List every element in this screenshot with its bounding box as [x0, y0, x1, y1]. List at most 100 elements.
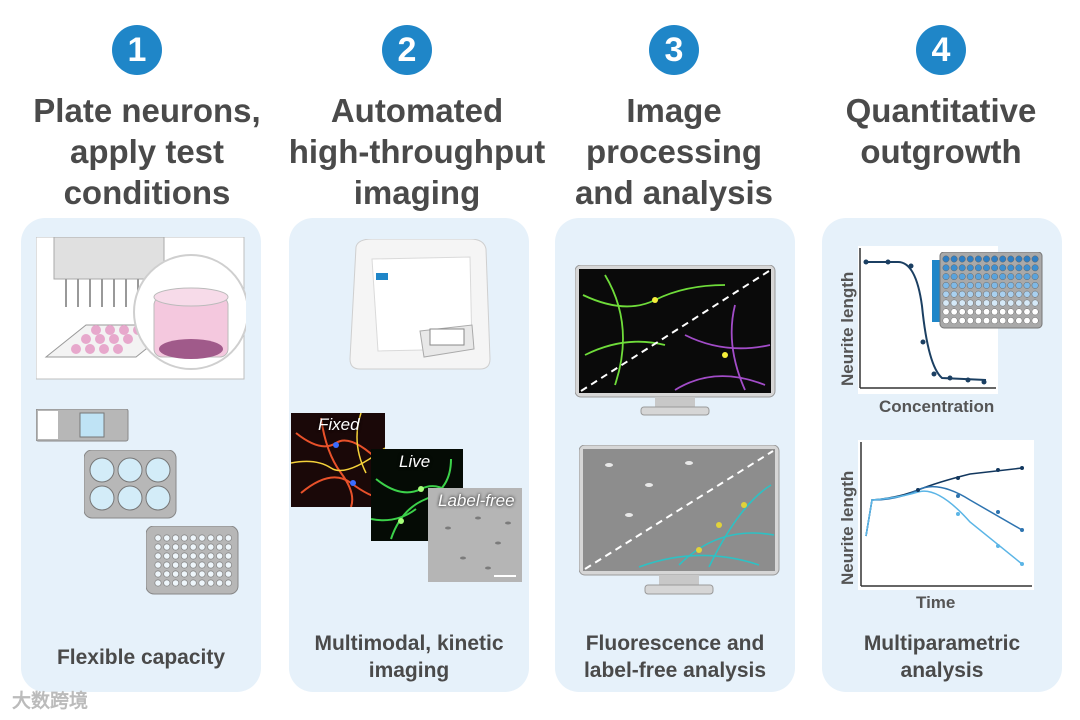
- dose-well: [1007, 308, 1015, 316]
- dose-well: [950, 299, 958, 307]
- dose-well: [966, 255, 974, 263]
- dose-well: [1007, 299, 1015, 307]
- dose-well: [1023, 317, 1031, 325]
- dose-well: [1007, 317, 1015, 325]
- well: [154, 534, 162, 542]
- dose-well: [983, 290, 990, 298]
- label-free-monitor: [579, 445, 780, 595]
- dose-well: [983, 255, 990, 263]
- fixed-image: [291, 413, 385, 507]
- dose-well: [942, 317, 950, 325]
- dose-well: [983, 273, 990, 281]
- step-4-title: Quantitative outgrowth: [845, 92, 1037, 170]
- dose-well: [966, 290, 974, 298]
- watermark: 大数跨境: [12, 691, 89, 712]
- well: [180, 561, 189, 569]
- well: [198, 570, 206, 578]
- 96-well-dose-plate: [932, 252, 1043, 329]
- dose-well: [1031, 281, 1039, 289]
- step-2-caption: Multimodal, kinetic imaging: [314, 632, 504, 682]
- dose-well: [974, 264, 982, 272]
- well: [207, 534, 215, 542]
- well: [216, 561, 224, 569]
- dose-well: [1031, 317, 1039, 325]
- dose-well: [991, 308, 999, 316]
- well: [189, 561, 197, 569]
- dose-well: [1023, 281, 1031, 289]
- step-4-caption: Multiparametric analysis: [863, 632, 1021, 682]
- dose-well: [1015, 317, 1023, 325]
- label-free-image: [428, 488, 522, 582]
- well: [189, 552, 197, 560]
- well: [198, 552, 206, 560]
- dose-well: [999, 281, 1007, 289]
- step-2-title: Automated high-throughput imaging: [288, 92, 546, 211]
- well: [216, 570, 224, 578]
- well: [198, 579, 206, 587]
- live-label: Live: [399, 452, 431, 471]
- dose-well: [958, 255, 966, 263]
- dose-well: [974, 273, 982, 281]
- dose-well: [942, 255, 950, 263]
- dose-well: [942, 273, 950, 281]
- fluorescence-monitor: [575, 265, 776, 416]
- dose-well: [1023, 255, 1031, 263]
- dose-well: [974, 308, 982, 316]
- well: [163, 561, 171, 569]
- well: [163, 570, 171, 578]
- well: [216, 552, 224, 560]
- dose-well: [1015, 273, 1023, 281]
- dose-well: [1007, 255, 1015, 263]
- well: [189, 543, 197, 551]
- dose-well: [983, 308, 990, 316]
- dose-well: [999, 317, 1007, 325]
- dose-well: [958, 264, 966, 272]
- dose-well: [983, 317, 990, 325]
- well: [171, 552, 180, 560]
- dose-well: [983, 281, 990, 289]
- dose-well: [999, 308, 1007, 316]
- dose-well: [1007, 290, 1015, 298]
- well: [163, 543, 171, 551]
- well: [224, 552, 233, 560]
- dose-well: [1023, 264, 1031, 272]
- dose-well: [991, 255, 999, 263]
- dose-well: [1023, 273, 1031, 281]
- dose-well: [958, 273, 966, 281]
- dose-well: [942, 264, 950, 272]
- well: [198, 534, 206, 542]
- time-course-xlabel: Time: [916, 593, 956, 612]
- step-1-title: Plate neurons, apply test conditions: [33, 92, 261, 211]
- dose-well: [942, 308, 950, 316]
- dose-well: [1023, 290, 1031, 298]
- dose-well: [966, 273, 974, 281]
- dose-well: [1015, 308, 1023, 316]
- dose-well: [942, 290, 950, 298]
- dose-well: [999, 264, 1007, 272]
- well: [189, 534, 197, 542]
- dose-well: [1031, 273, 1039, 281]
- well: [180, 534, 189, 542]
- well: [171, 534, 180, 542]
- dose-well: [999, 290, 1007, 298]
- dose-well: [950, 317, 958, 325]
- well: [180, 552, 189, 560]
- dose-well: [966, 317, 974, 325]
- dose-well: [974, 317, 982, 325]
- dose-well: [991, 290, 999, 298]
- dose-well: [991, 264, 999, 272]
- dose-well: [974, 290, 982, 298]
- well: [171, 543, 180, 551]
- well: [207, 552, 215, 560]
- dose-well: [991, 317, 999, 325]
- well: [216, 543, 224, 551]
- six-well-plate: [84, 450, 177, 519]
- dose-well: [999, 299, 1007, 307]
- imaging-instrument: [349, 239, 491, 370]
- dose-well: [966, 264, 974, 272]
- slide-format: [36, 409, 129, 442]
- well: [207, 561, 215, 569]
- dose-well: [974, 255, 982, 263]
- dose-well: [966, 308, 974, 316]
- step-2-number: 2: [382, 25, 432, 75]
